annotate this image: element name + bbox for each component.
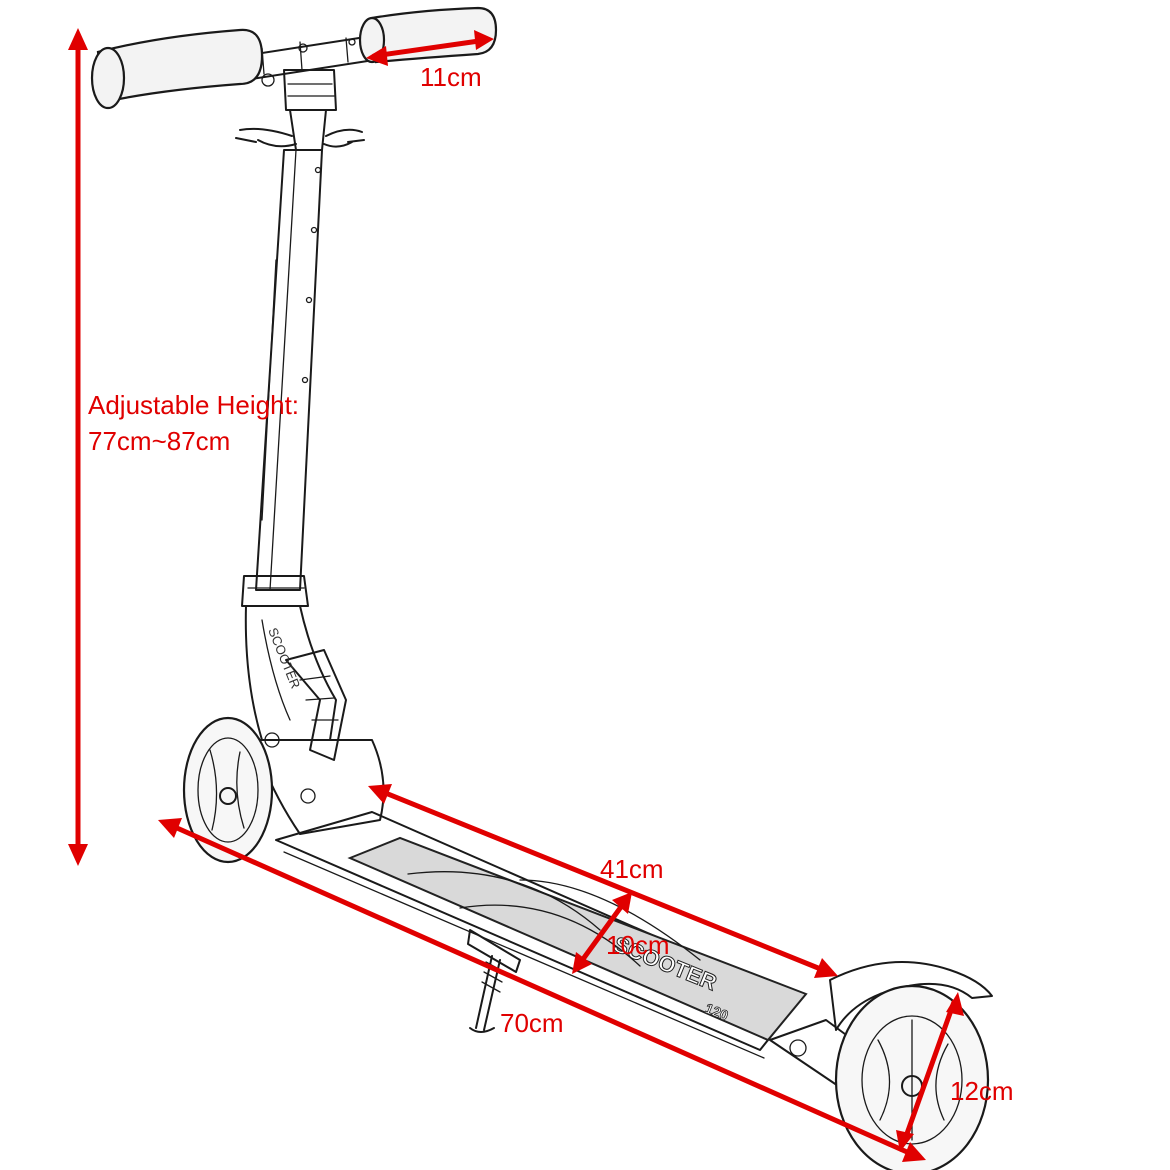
rear-wheel-assembly bbox=[769, 961, 993, 1170]
handle-grip-dimension bbox=[366, 30, 494, 66]
handle-grip-label: 11cm bbox=[420, 62, 482, 92]
deck-length-dimension bbox=[368, 784, 838, 978]
height-dimension bbox=[68, 28, 88, 866]
handlebar bbox=[90, 6, 498, 111]
rear-fender bbox=[829, 961, 993, 1031]
left-grip bbox=[90, 28, 264, 110]
deck-grip-tape bbox=[347, 836, 808, 1042]
front-wheel bbox=[182, 716, 274, 864]
dimension-lines bbox=[68, 28, 964, 1162]
stem: SCOOTER bbox=[235, 109, 385, 835]
wheel-diameter-label: 12cm bbox=[950, 1076, 1014, 1106]
right-grip bbox=[358, 6, 498, 64]
total-length-label: 70cm bbox=[500, 1008, 564, 1038]
height-label-line2: 77cm~87cm bbox=[88, 426, 231, 456]
stem-print: SCOOTER bbox=[265, 626, 303, 691]
wheel-diameter-dimension bbox=[896, 992, 964, 1152]
deck-width-label: 10cm bbox=[606, 930, 670, 960]
height-label-line1: Adjustable Height: bbox=[88, 390, 300, 420]
deck-width-dimension bbox=[572, 892, 632, 974]
total-length-dimension bbox=[158, 818, 926, 1162]
deck-length-label: 41cm bbox=[600, 854, 664, 884]
